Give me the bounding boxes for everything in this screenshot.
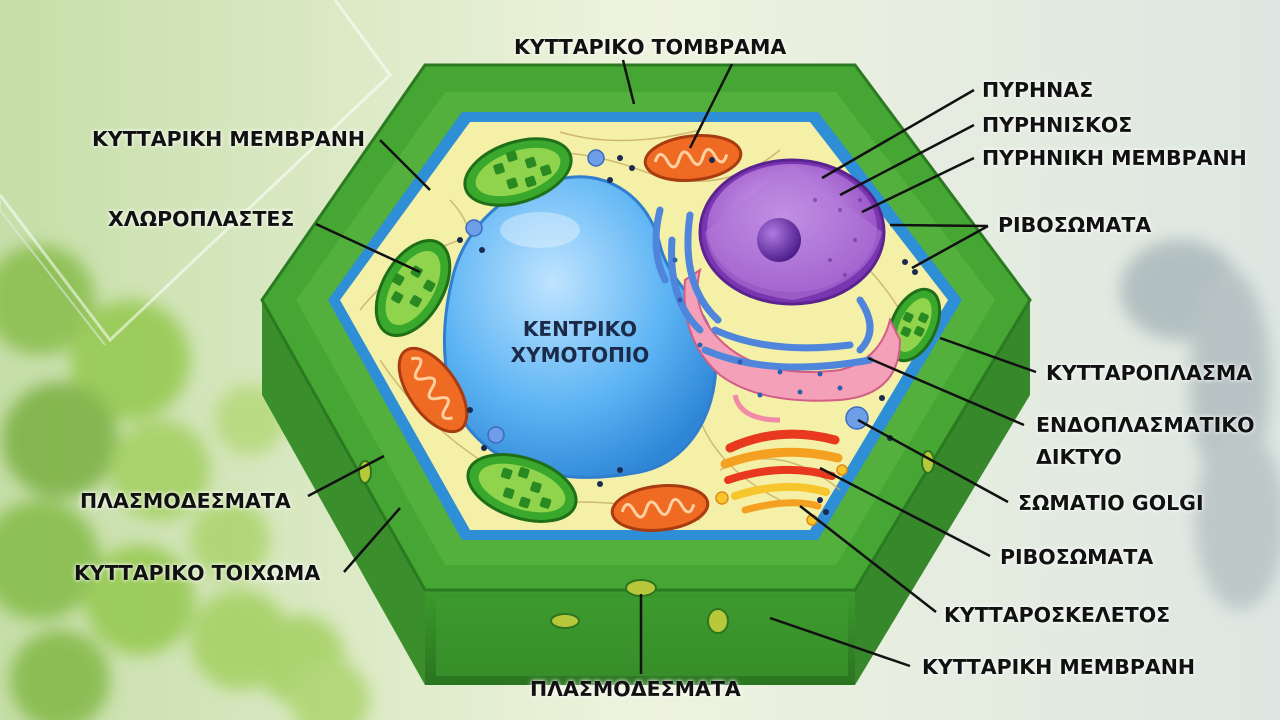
label-golgi: ΣΩΜΑΤΙΟ GOLGI (1018, 492, 1204, 514)
label-cell-membrane-bottom: ΚΥΤΤΑΡΙΚΗ ΜΕΜΒΡΑΝΗ (922, 656, 1195, 678)
label-cytoskeleton: ΚΥΤΤΑΡΟΣΚΕΛΕΤΟΣ (944, 604, 1170, 626)
label-vacuole-line1: ΚΕΝΤΡΙΚΟ (480, 316, 680, 342)
label-cell-wall: ΚΥΤΤΑΡΙΚΟ ΤΟΙΧΩΜΑ (74, 562, 320, 584)
label-er-line2: ΔΙΚΤΥΟ (1036, 446, 1122, 468)
label-vacuole-line2: ΧΥΜΟΤΟΠΙΟ (480, 342, 680, 368)
label-tonoplast: ΚΥΤΤΑΡΙΚΟ ΤΟΜΒΡΑΜΑ (514, 36, 786, 58)
label-plasmodesmata-bottom: ΠΛΑΣΜΟΔΕΣΜΑΤΑ (530, 678, 741, 700)
nucleolus (757, 218, 801, 262)
label-nucleolus: ΠΥΡΗΝΙΣΚΟΣ (982, 114, 1132, 136)
label-cell-membrane-top: ΚΥΤΤΑΡΙΚΗ ΜΕΜΒΡΑΝΗ (92, 128, 365, 150)
label-chloroplasts: ΧΛΩΡΟΠΛΑΣΤΕΣ (108, 208, 294, 230)
label-nucleus: ΠΥΡΗΝΑΣ (982, 79, 1093, 101)
label-plasmodesmata-left: ΠΛΑΣΜΟΔΕΣΜΑΤΑ (80, 490, 291, 512)
label-nuclear-membrane: ΠΥΡΗΝΙΚΗ ΜΕΜΒΡΑΝΗ (982, 147, 1247, 169)
label-central-vacuole: ΚΕΝΤΡΙΚΟ ΧΥΜΟΤΟΠΙΟ (480, 316, 680, 368)
label-er-line1: ΕΝΔΟΠΛΑΣΜΑΤΙΚΟ (1036, 414, 1255, 436)
label-ribosomes-bottom: ΡΙΒΟΣΩΜΑΤΑ (1000, 546, 1153, 568)
label-ribosomes-top: ΡΙΒΟΣΩΜΑΤΑ (998, 214, 1151, 236)
label-cytoplasm: ΚΥΤΤΑΡΟΠΛΑΣΜΑ (1046, 362, 1252, 384)
